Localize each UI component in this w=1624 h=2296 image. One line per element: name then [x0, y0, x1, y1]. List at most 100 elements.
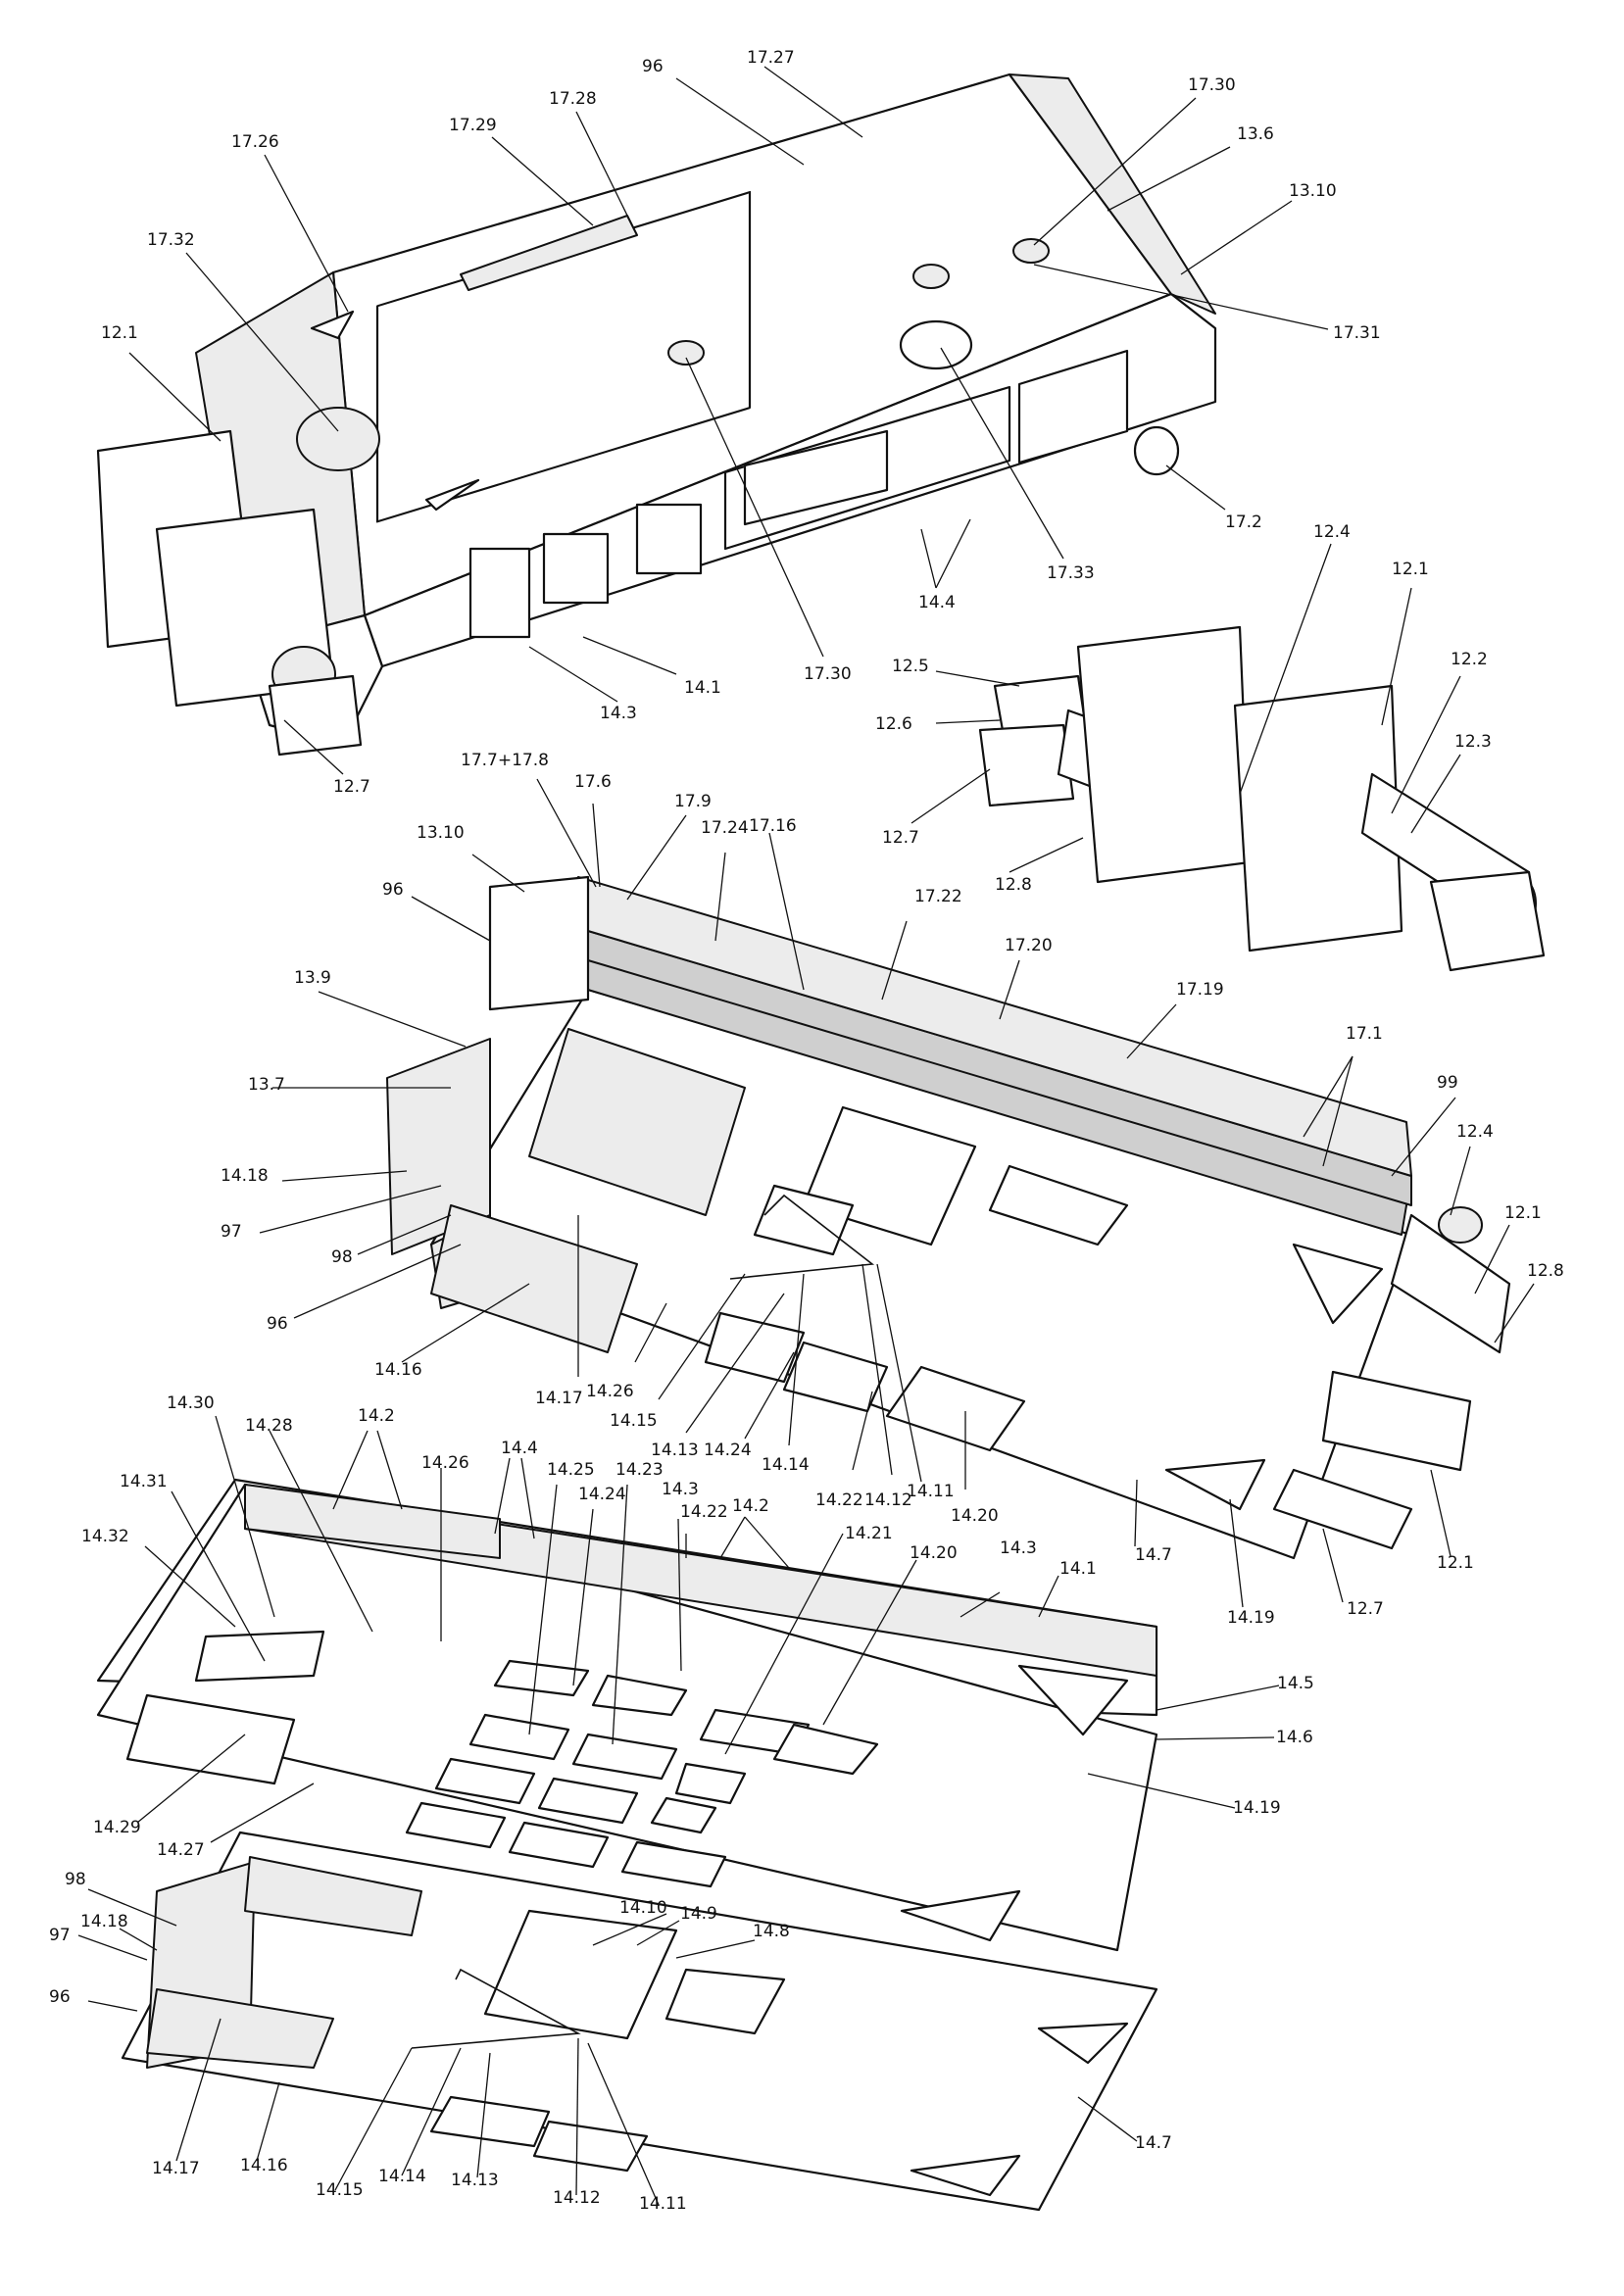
part-label: 14.26 [421, 1453, 469, 1473]
part-label: 14.29 [93, 1818, 141, 1837]
part-label: 14.1 [684, 678, 721, 698]
part-label: 17.1 [1346, 1024, 1383, 1044]
part-label: 14.6 [1276, 1728, 1313, 1747]
part-label: 14.20 [951, 1506, 999, 1526]
part-label: 12.2 [1451, 650, 1488, 669]
part-label: 96 [267, 1314, 288, 1334]
part-label: 14.18 [221, 1166, 269, 1186]
part-label: 13.7 [248, 1075, 285, 1095]
part-label: 17.33 [1047, 563, 1095, 583]
part-label: 17.6 [574, 772, 612, 792]
part-label: 12.3 [1454, 732, 1492, 752]
part-label: 14.17 [535, 1389, 583, 1408]
part-label: 14.25 [547, 1460, 595, 1480]
part-label: 14.3 [1000, 1539, 1037, 1558]
drive-shaft-assembly [978, 625, 1546, 972]
part-label: 14.10 [619, 1898, 667, 1918]
hatch-a [468, 547, 531, 639]
part-label: 12.5 [892, 657, 929, 676]
part-label: 14.15 [610, 1411, 658, 1431]
part-label: 14.3 [662, 1480, 699, 1499]
part-label: 14.19 [1227, 1608, 1275, 1628]
part-label: 14.2 [732, 1496, 769, 1516]
part-label: 97 [221, 1222, 242, 1242]
part-label: 13.10 [417, 823, 465, 843]
part-label: 12.1 [1504, 1203, 1542, 1223]
bottom-plate-assembly [96, 1478, 1158, 1952]
part-label: 14.19 [1233, 1798, 1281, 1818]
part-label: 13.10 [1289, 181, 1337, 201]
part-label: 12.8 [1527, 1261, 1564, 1281]
part-label: 14.17 [152, 2159, 200, 2178]
part-label: 98 [331, 1247, 353, 1267]
hull-tub-assembly [386, 875, 1511, 1560]
part-label: 14.21 [845, 1524, 893, 1543]
part-label: 14.4 [501, 1439, 538, 1458]
part-label: 17.28 [549, 89, 597, 109]
part-label: 17.29 [449, 116, 497, 135]
part-label: 14.28 [245, 1416, 293, 1436]
part-label: 14.1 [1059, 1559, 1097, 1579]
part-label: 17.27 [747, 48, 795, 68]
part-label: 98 [65, 1870, 86, 1889]
part-label: 17.2 [1225, 513, 1262, 532]
part-label: 14.12 [864, 1490, 912, 1510]
part-label: 14.8 [753, 1922, 790, 1941]
part-label: 14.22 [815, 1490, 863, 1510]
part-label: 17.31 [1333, 323, 1381, 343]
part-label: 12.4 [1456, 1122, 1494, 1142]
part-label: 12.1 [101, 323, 138, 343]
part-label: 14.5 [1277, 1674, 1314, 1693]
part-label: 17.20 [1005, 936, 1053, 955]
part-label: 17.30 [804, 664, 852, 684]
upper-hull-assembly [96, 73, 1217, 757]
part-label: 12.7 [333, 777, 370, 797]
part-label: 17.32 [147, 230, 195, 250]
part-label: 17.9 [674, 792, 712, 811]
part-label: 17.30 [1188, 75, 1236, 95]
part-label: 14.18 [80, 1912, 128, 1931]
part-label: 17.26 [231, 132, 279, 152]
part-label: 12.6 [875, 714, 912, 734]
part-label: 17.16 [749, 816, 797, 836]
part-labels: 96 17.27 17.28 17.29 17.26 17.32 12.1 17… [49, 48, 1564, 2214]
base-plate-assembly [121, 1831, 1158, 2212]
part-label: 17.7+17.8 [461, 751, 549, 770]
part-label: 14.15 [316, 2180, 364, 2200]
part-label: 13.9 [294, 968, 331, 988]
part-label: 14.13 [651, 1441, 699, 1460]
part-label: 14.16 [374, 1360, 422, 1380]
part-label: 14.13 [451, 2171, 499, 2190]
part-label: 14.2 [358, 1406, 395, 1426]
part-label: 96 [642, 57, 664, 76]
part-label: 14.14 [762, 1455, 810, 1475]
part-label: 14.27 [157, 1840, 205, 1860]
part-label: 14.14 [378, 2167, 426, 2186]
part-label: 14.20 [910, 1543, 958, 1563]
part-label: 17.22 [914, 887, 962, 906]
part-label: 14.16 [240, 2156, 288, 2175]
part-label: 96 [382, 880, 404, 900]
leader-lines [77, 66, 1535, 2206]
part-label: 17.24 [701, 818, 749, 838]
part-label: 12.4 [1313, 522, 1351, 542]
part-label: 12.1 [1437, 1553, 1474, 1573]
part-label: 12.1 [1392, 560, 1429, 579]
part-label: 96 [49, 1987, 71, 2007]
part-label: 14.7 [1135, 1545, 1172, 1565]
part-label: 14.24 [704, 1441, 752, 1460]
part-label: 12.7 [882, 828, 919, 848]
part-label: 14.22 [680, 1502, 728, 1522]
part-label: 14.11 [907, 1482, 955, 1501]
part-label: 14.12 [553, 2188, 601, 2208]
part-label: 14.11 [639, 2194, 687, 2214]
part-label: 14.9 [680, 1904, 717, 1924]
part-label: 12.7 [1347, 1599, 1384, 1619]
part-label: 14.26 [586, 1382, 634, 1401]
part-label: 14.3 [600, 704, 637, 723]
part-label: 14.32 [81, 1527, 129, 1546]
part-label: 14.4 [918, 593, 956, 612]
part-label: 13.6 [1237, 124, 1274, 144]
part-label: 99 [1437, 1073, 1458, 1093]
